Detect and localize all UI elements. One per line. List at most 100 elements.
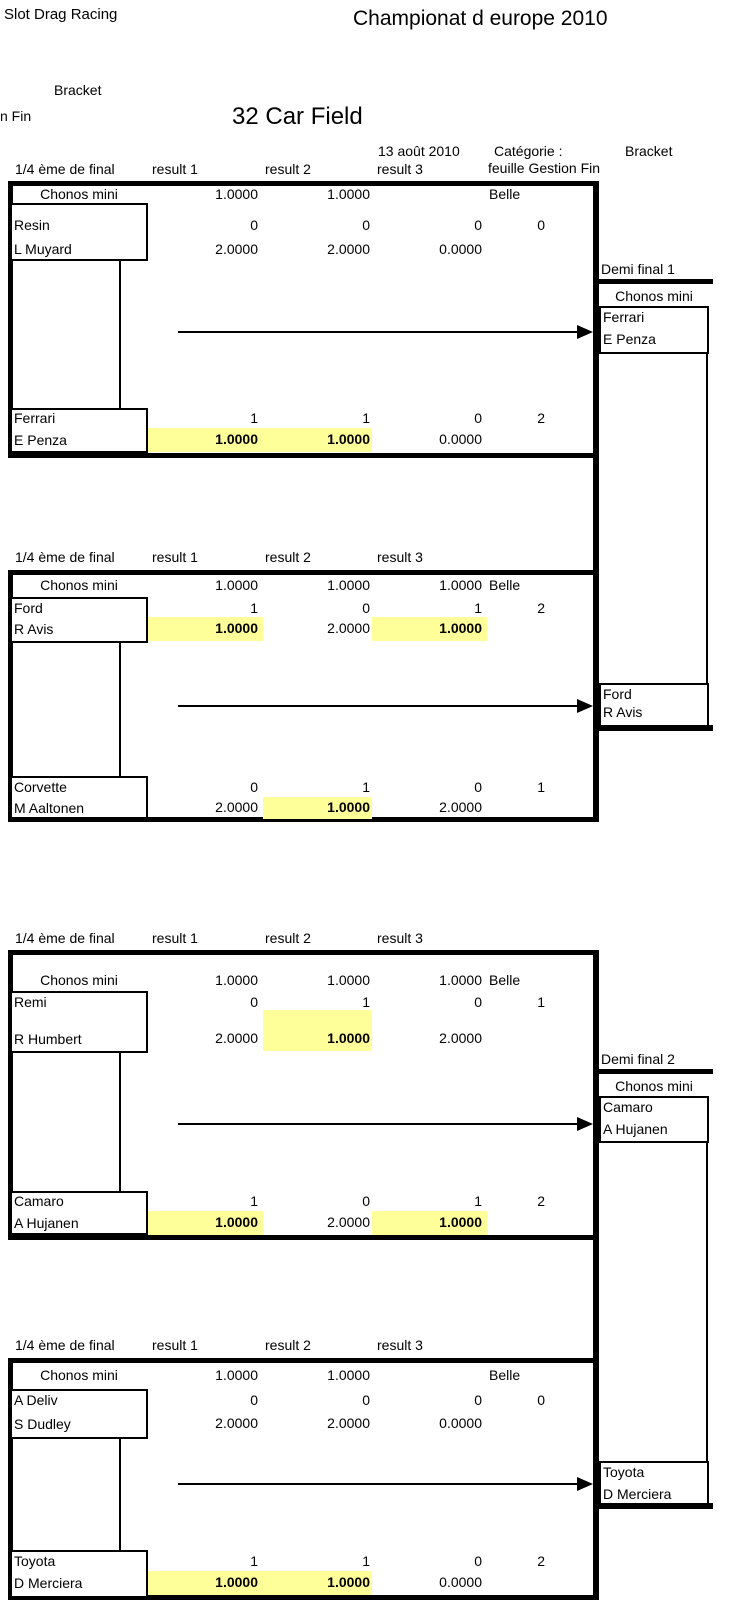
win-r3: 0 — [474, 1392, 482, 1408]
date-label: 13 août 2010 — [378, 143, 460, 159]
win-r3: 0 — [474, 994, 482, 1010]
semifinal-label: Demi final 1 — [601, 261, 675, 277]
entry-box — [10, 1550, 148, 1598]
points-value: 1 — [537, 779, 545, 795]
driver-name: E Penza — [14, 432, 67, 448]
driver-name: S Dudley — [14, 1416, 71, 1432]
win-r2: 1 — [362, 994, 370, 1010]
chono-label: Chonos mini — [40, 972, 118, 988]
semifinal-divider — [595, 1503, 713, 1509]
car-name: Ford — [603, 686, 632, 702]
time-r2: 2.0000 — [327, 1214, 370, 1230]
time-r2: 2.0000 — [327, 620, 370, 636]
highlight-cell — [148, 1211, 263, 1235]
car-name: Camaro — [603, 1099, 653, 1115]
winner-arrow-head-icon — [577, 1477, 593, 1491]
time-r3: 0.0000 — [439, 241, 482, 257]
chono-result2: 1.0000 — [327, 1367, 370, 1383]
chono-label: Chonos mini — [615, 1078, 693, 1094]
win-r1: 1 — [250, 1553, 258, 1569]
entry-box — [10, 408, 148, 453]
qf-table — [8, 181, 599, 458]
time-r3: 1.0000 — [439, 620, 482, 636]
category-value: Bracket — [625, 143, 673, 159]
bracket-spine-bottom — [593, 950, 599, 1600]
win-r2: 0 — [362, 217, 370, 233]
win-r3: 0 — [474, 410, 482, 426]
col-result2: result 2 — [265, 549, 311, 565]
car-name: Remi — [14, 994, 47, 1010]
win-r2: 1 — [362, 410, 370, 426]
round-label: 1/4 ème de final — [15, 930, 115, 946]
semifinal-divider — [595, 279, 713, 284]
qf-table — [8, 570, 599, 822]
time-r1: 2.0000 — [215, 1030, 258, 1046]
driver-name: L Muyard — [14, 241, 72, 257]
win-r1: 1 — [250, 410, 258, 426]
points-value: 0 — [537, 217, 545, 233]
col-result1: result 1 — [152, 930, 198, 946]
qf-table — [8, 950, 599, 1240]
bracket-connector — [119, 1439, 121, 1552]
time-r2: 2.0000 — [327, 241, 370, 257]
time-r3: 0.0000 — [439, 1574, 482, 1590]
win-r3: 1 — [474, 1193, 482, 1209]
chono-result2: 1.0000 — [327, 577, 370, 593]
time-r1: 1.0000 — [215, 1574, 258, 1590]
time-r2: 1.0000 — [327, 799, 370, 815]
chono-result2: 1.0000 — [327, 972, 370, 988]
time-r2: 1.0000 — [327, 1574, 370, 1590]
semifinal-divider — [595, 1069, 713, 1074]
winner-arrow-line — [178, 1483, 578, 1485]
bracket-spine-top — [593, 181, 599, 822]
time-r1: 1.0000 — [215, 1214, 258, 1230]
win-r1: 0 — [250, 217, 258, 233]
belle-label: Belle — [489, 1367, 521, 1383]
car-name: Toyota — [14, 1553, 56, 1569]
time-r1: 1.0000 — [215, 431, 258, 447]
points-value: 1 — [537, 994, 545, 1010]
time-r1: 2.0000 — [215, 799, 258, 815]
driver-name: D Merciera — [14, 1575, 83, 1591]
chono-label: Chonos mini — [40, 186, 118, 202]
winner-arrow-line — [178, 705, 578, 707]
time-r2: 2.0000 — [327, 1415, 370, 1431]
entry-box — [10, 597, 148, 643]
time-r3: 2.0000 — [439, 799, 482, 815]
car-name: Ferrari — [14, 410, 56, 426]
belle-label: Belle — [489, 577, 521, 593]
car-name: Resin — [14, 217, 50, 233]
points-value: 2 — [537, 1193, 545, 1209]
chono-result1: 1.0000 — [215, 1367, 258, 1383]
winner-arrow-line — [178, 331, 578, 333]
winner-arrow-head-icon — [577, 1117, 593, 1131]
win-r2: 0 — [362, 600, 370, 616]
field-title: 32 Car Field — [232, 103, 363, 130]
driver-name: M Aaltonen — [14, 800, 85, 816]
semifinal-label: Demi final 2 — [601, 1051, 675, 1067]
round-label: 1/4 ème de final — [15, 549, 115, 565]
bracket-label: Bracket — [54, 82, 102, 98]
qf-table — [8, 1358, 599, 1600]
win-r3: 1 — [474, 600, 482, 616]
time-r1: 2.0000 — [215, 241, 258, 257]
entry-box — [10, 776, 148, 819]
driver-name: R Avis — [14, 621, 54, 637]
highlight-cell — [148, 1571, 372, 1595]
winner-arrow-head-icon — [577, 325, 593, 339]
entry-box — [10, 1389, 148, 1439]
points-value: 2 — [537, 410, 545, 426]
win-r2: 0 — [362, 1392, 370, 1408]
chono-result3: 1.0000 — [439, 972, 482, 988]
win-r1: 0 — [250, 1392, 258, 1408]
driver-name: A Hujanen — [14, 1215, 79, 1231]
car-name: Ford — [14, 600, 43, 616]
win-r1: 0 — [250, 994, 258, 1010]
col-result3: result 3 — [377, 1337, 423, 1353]
win-r3: 0 — [474, 217, 482, 233]
semifinal-slot-box — [599, 1096, 709, 1143]
highlight-cell — [372, 1211, 487, 1235]
sheet-label: feuille Gestion Fin — [488, 160, 601, 176]
highlight-cell — [372, 617, 487, 641]
